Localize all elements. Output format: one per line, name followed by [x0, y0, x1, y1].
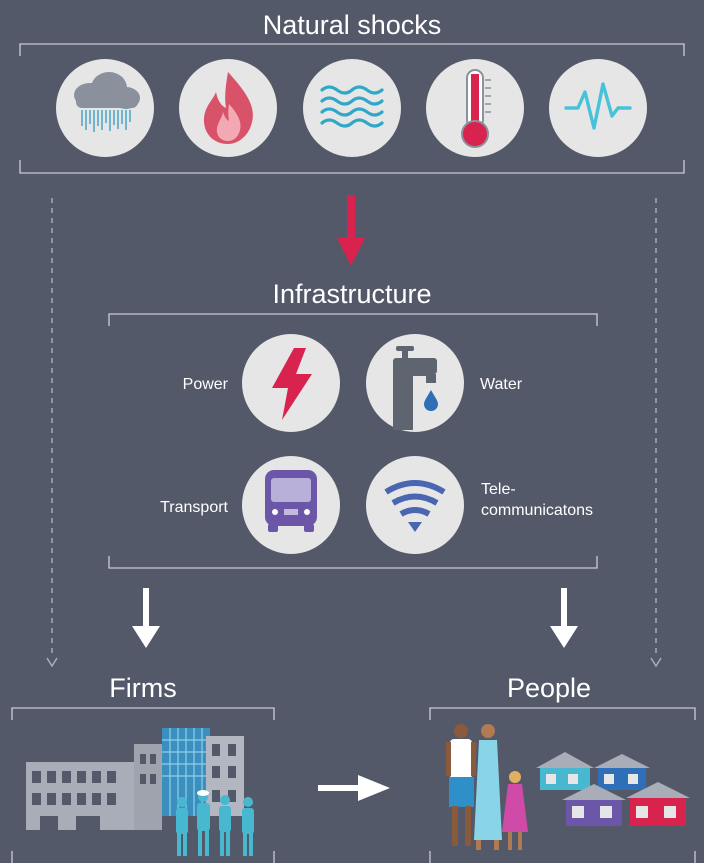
- power-label: Power: [183, 376, 229, 393]
- infrastructure-to-people-arrow: [550, 588, 578, 648]
- wifi-icon: [366, 456, 464, 554]
- firms-to-people-arrow: [318, 775, 390, 801]
- fire-icon: [179, 59, 277, 157]
- people-title: People: [507, 673, 591, 703]
- people-illustration: [446, 724, 690, 850]
- firms-illustration: [26, 728, 254, 856]
- telecom-label-line2: communicatons: [481, 502, 593, 519]
- natural-shocks-title: Natural shocks: [263, 10, 442, 40]
- firms-bracket-top: [11, 707, 275, 720]
- lightning-icon: [242, 334, 340, 432]
- dashed-arrow-right: [650, 198, 662, 668]
- infrastructure-bracket-bottom: [108, 556, 598, 569]
- heat-icon: [426, 59, 524, 157]
- bus-icon: [242, 456, 340, 554]
- infrastructure-to-firms-arrow: [132, 588, 160, 648]
- firms-title: Firms: [109, 673, 176, 703]
- people-bracket-top: [429, 707, 696, 720]
- transport-label: Transport: [160, 499, 228, 516]
- shocks-to-infrastructure-arrow: [337, 195, 365, 266]
- earthquake-icon: [549, 59, 647, 157]
- natural-shocks-bracket-bottom: [19, 160, 685, 174]
- flood-icon: [303, 59, 401, 157]
- telecom-label-line1: Tele-: [481, 481, 516, 498]
- dashed-arrow-left: [46, 198, 58, 668]
- rain-icon: [56, 59, 154, 157]
- water-label: Water: [480, 376, 523, 393]
- natural-shocks-bracket-top: [19, 43, 685, 56]
- infrastructure-title: Infrastructure: [272, 279, 431, 309]
- tap-icon: [366, 334, 464, 432]
- infrastructure-bracket-top: [108, 313, 598, 326]
